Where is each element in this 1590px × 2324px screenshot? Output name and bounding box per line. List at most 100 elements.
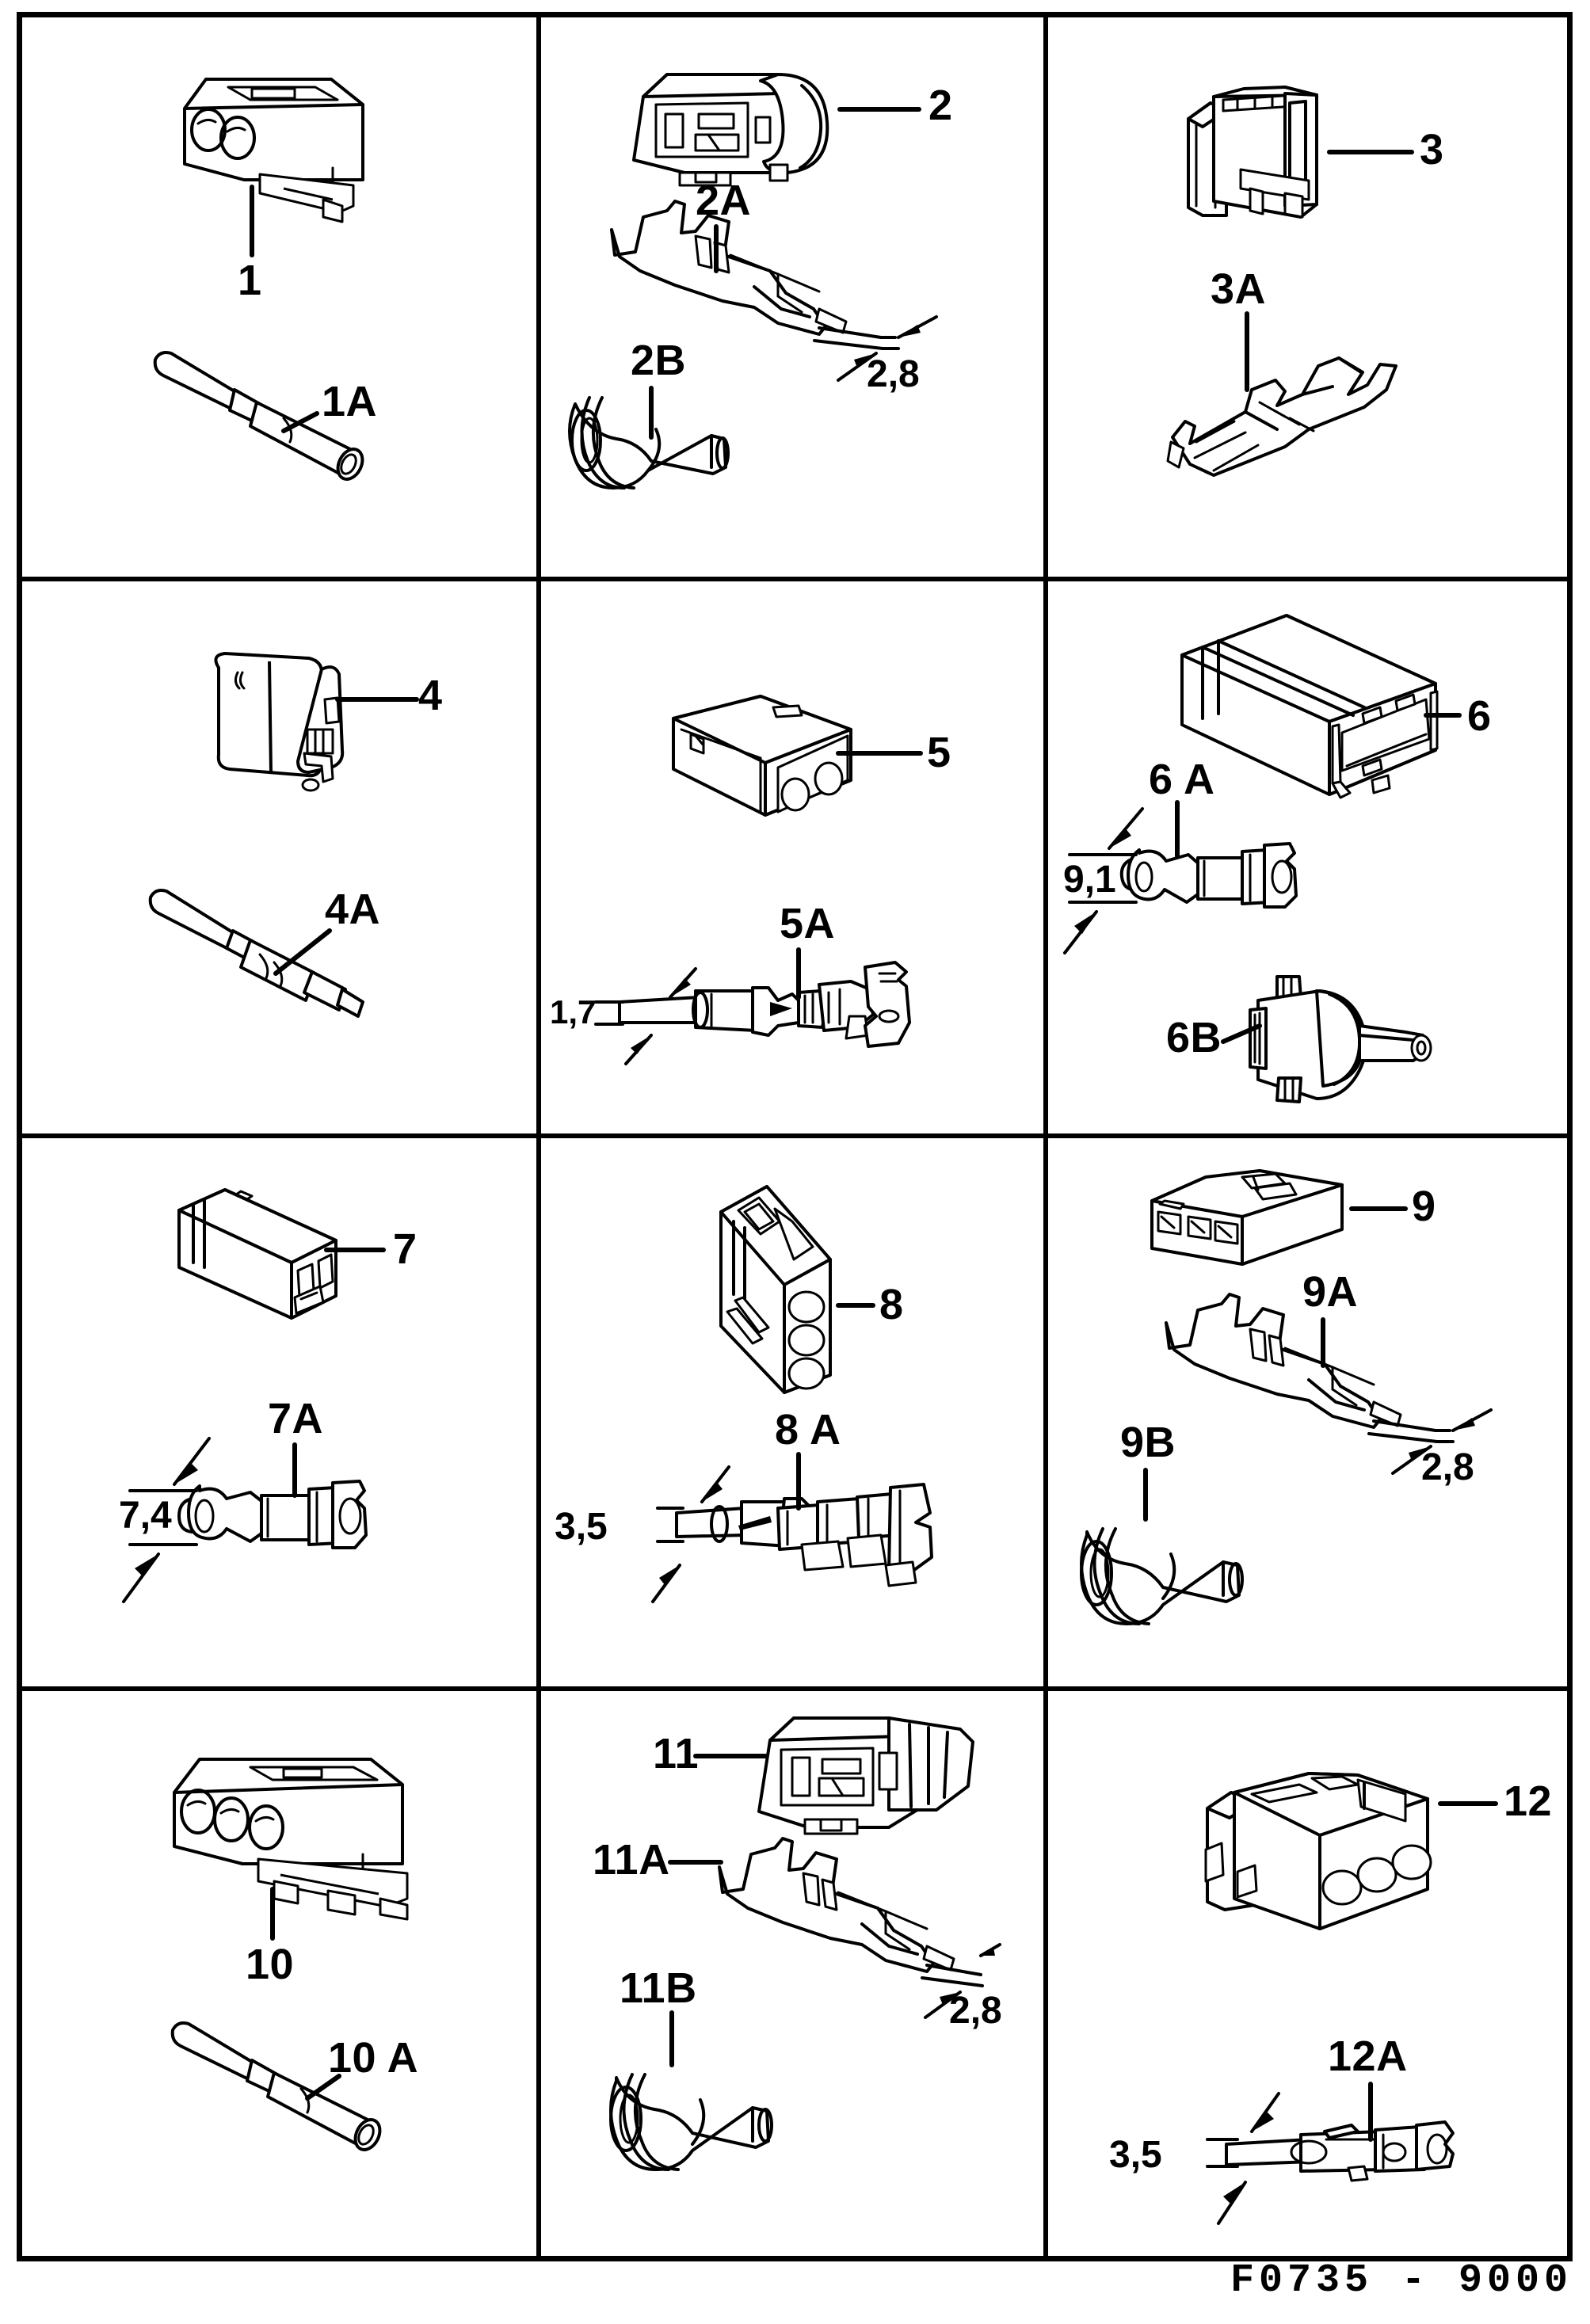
- part-label-11b: 11B: [620, 1964, 697, 2012]
- cell-3-artwork: [1166, 86, 1414, 477]
- rubber-seal-boot-drawing: [568, 396, 730, 490]
- cell-8-artwork: [651, 1185, 933, 1603]
- part-label-11a: 11A: [593, 1836, 670, 1884]
- dimension-label-2-8: 2,8: [867, 353, 920, 395]
- dimension-arrow-2-8-cell11: [924, 1943, 1001, 2019]
- part-label-6: 6: [1467, 692, 1492, 740]
- blade-terminal-drawing-11a: [718, 1837, 984, 1987]
- part-label-1a: 1A: [322, 378, 378, 425]
- part-label-2a: 2A: [696, 177, 752, 224]
- socket-terminal-flat-drawing: [1225, 2120, 1455, 2182]
- part-label-4a: 4A: [325, 886, 381, 933]
- part-label-5a: 5A: [780, 900, 836, 947]
- part-label-9b: 9B: [1120, 1419, 1176, 1466]
- cell-5-artwork: [594, 695, 923, 1065]
- dimension-arrow-9-1: [1063, 807, 1144, 954]
- cell-1-artwork: [153, 78, 364, 481]
- connector-housing-clip-drawing: [1187, 86, 1318, 219]
- connector-housing-3way-vertical-drawing: [719, 1185, 832, 1394]
- pin-terminal-wire-drawing-4a: [148, 889, 364, 1018]
- dimension-label-3-5: 3,5: [555, 1506, 608, 1548]
- cell-12-artwork: [1204, 1772, 1498, 2225]
- dimension-arrow-2-8-cell9: [1391, 1408, 1493, 1475]
- part-label-2b: 2B: [631, 337, 687, 384]
- rubber-seal-boot-drawing-9b: [1080, 1527, 1244, 1625]
- part-label-6a: 6 A: [1149, 756, 1215, 803]
- dimension-label-7-4: 7,4: [119, 1495, 172, 1537]
- socket-terminal-wire-drawing-8a: [675, 1483, 933, 1587]
- connector-housing-2way-drawing: [183, 78, 364, 223]
- connector-housing-shrouded-drawing: [632, 73, 829, 187]
- cell-9-artwork: [1080, 1169, 1493, 1625]
- dimension-arrow-3-5-cell12: [1206, 2092, 1280, 2225]
- cell-10-artwork: [170, 1758, 409, 2151]
- dimension-label-1-7: 1,7: [550, 993, 597, 1031]
- cell-2-artwork: [568, 73, 938, 490]
- pin-terminal-wire-drawing: [153, 351, 364, 481]
- leader-line-6b: [1221, 1023, 1262, 1044]
- figure-code-label: F0735 - 9000: [1230, 2258, 1573, 2303]
- part-label-2: 2: [928, 82, 953, 129]
- cell-2: 2 2A 2B 2,8: [540, 17, 1016, 570]
- dimension-arrow-3-5: [651, 1465, 730, 1603]
- part-label-9: 9: [1412, 1183, 1436, 1230]
- connector-cap-round-drawing: [214, 652, 345, 792]
- diagram-grid-frame: [17, 12, 1573, 2261]
- cell-10: 10 10 A: [22, 1691, 533, 2238]
- socket-terminal-wire-drawing: [618, 961, 911, 1048]
- dimension-label-2-8-cell9: 2,8: [1421, 1446, 1474, 1488]
- part-label-7: 7: [393, 1225, 418, 1273]
- leader-line-4a: [273, 928, 332, 976]
- leader-line-10a: [305, 2074, 341, 2101]
- part-label-11: 11: [653, 1730, 700, 1777]
- part-label-8a: 8 A: [775, 1406, 841, 1453]
- grid-horizontal-divider-2: [22, 1133, 1567, 1138]
- cell-4: 4 4A: [22, 582, 533, 1129]
- dimension-label-9-1: 9,1: [1063, 859, 1116, 901]
- connector-housing-2way-box-drawing: [177, 1188, 337, 1320]
- cell-9: 9 9A 9B 2,8: [1047, 1139, 1567, 1684]
- pin-terminal-wire-drawing-10a: [170, 2021, 382, 2151]
- cell-6-artwork: [1063, 614, 1462, 1103]
- cell-3: 3 3A: [1047, 17, 1567, 570]
- cell-8: 8 8 A 3,5: [540, 1139, 1016, 1684]
- cell-4-artwork: [148, 652, 419, 1018]
- grid-horizontal-divider-1: [22, 577, 1567, 581]
- part-label-10: 10: [246, 1941, 295, 1988]
- blade-terminal-drawing-9a: [1165, 1293, 1439, 1443]
- dimension-arrow-1-7: [594, 967, 697, 1065]
- connector-housing-3way-drawing: [1150, 1169, 1344, 1266]
- cell-7-artwork: [122, 1188, 386, 1603]
- cell-1: 1 1A: [22, 17, 533, 570]
- rubber-grommet-cone-drawing: [1249, 975, 1432, 1103]
- cell-7: 7 7A 7,4: [22, 1139, 533, 1684]
- connector-housing-2hole-drawing: [672, 695, 852, 817]
- grid-horizontal-divider-3: [22, 1686, 1567, 1691]
- part-label-12a: 12A: [1328, 2033, 1408, 2080]
- part-label-7a: 7A: [268, 1395, 324, 1442]
- cell-5: 5 5A 1,7: [540, 582, 1016, 1129]
- cell-11: 11 11A 11B 2,8: [540, 1691, 1016, 2238]
- connector-housing-shrouded-drawing-11: [757, 1716, 974, 1835]
- part-label-3: 3: [1420, 126, 1444, 173]
- flat-terminal-drawing: [1166, 356, 1397, 477]
- cell-11-artwork: [609, 1716, 1001, 2171]
- dimension-arrow-7-4: [122, 1437, 211, 1603]
- part-label-6b: 6B: [1166, 1014, 1222, 1061]
- dimension-label-3-5-cell12: 3,5: [1109, 2134, 1162, 2176]
- leader-line-1a: [281, 411, 319, 433]
- cell-6: 6 6 A 6B 9,1: [1047, 582, 1567, 1129]
- rubber-seal-boot-drawing-11b: [609, 2073, 773, 2171]
- connector-housing-3way-tab-drawing: [1204, 1772, 1432, 1930]
- connector-housing-box-drawing: [1180, 614, 1439, 799]
- part-label-5: 5: [927, 729, 951, 776]
- bullet-terminal-drawing: [1119, 842, 1298, 909]
- part-label-9a: 9A: [1302, 1268, 1359, 1316]
- dimension-label-2-8-cell11: 2,8: [949, 1990, 1002, 2032]
- part-label-1: 1: [238, 257, 262, 304]
- part-label-12: 12: [1504, 1777, 1553, 1825]
- part-label-4: 4: [418, 672, 443, 719]
- connector-housing-3way-drawing-10: [173, 1758, 409, 1921]
- bullet-terminal-drawing-7a: [177, 1480, 368, 1549]
